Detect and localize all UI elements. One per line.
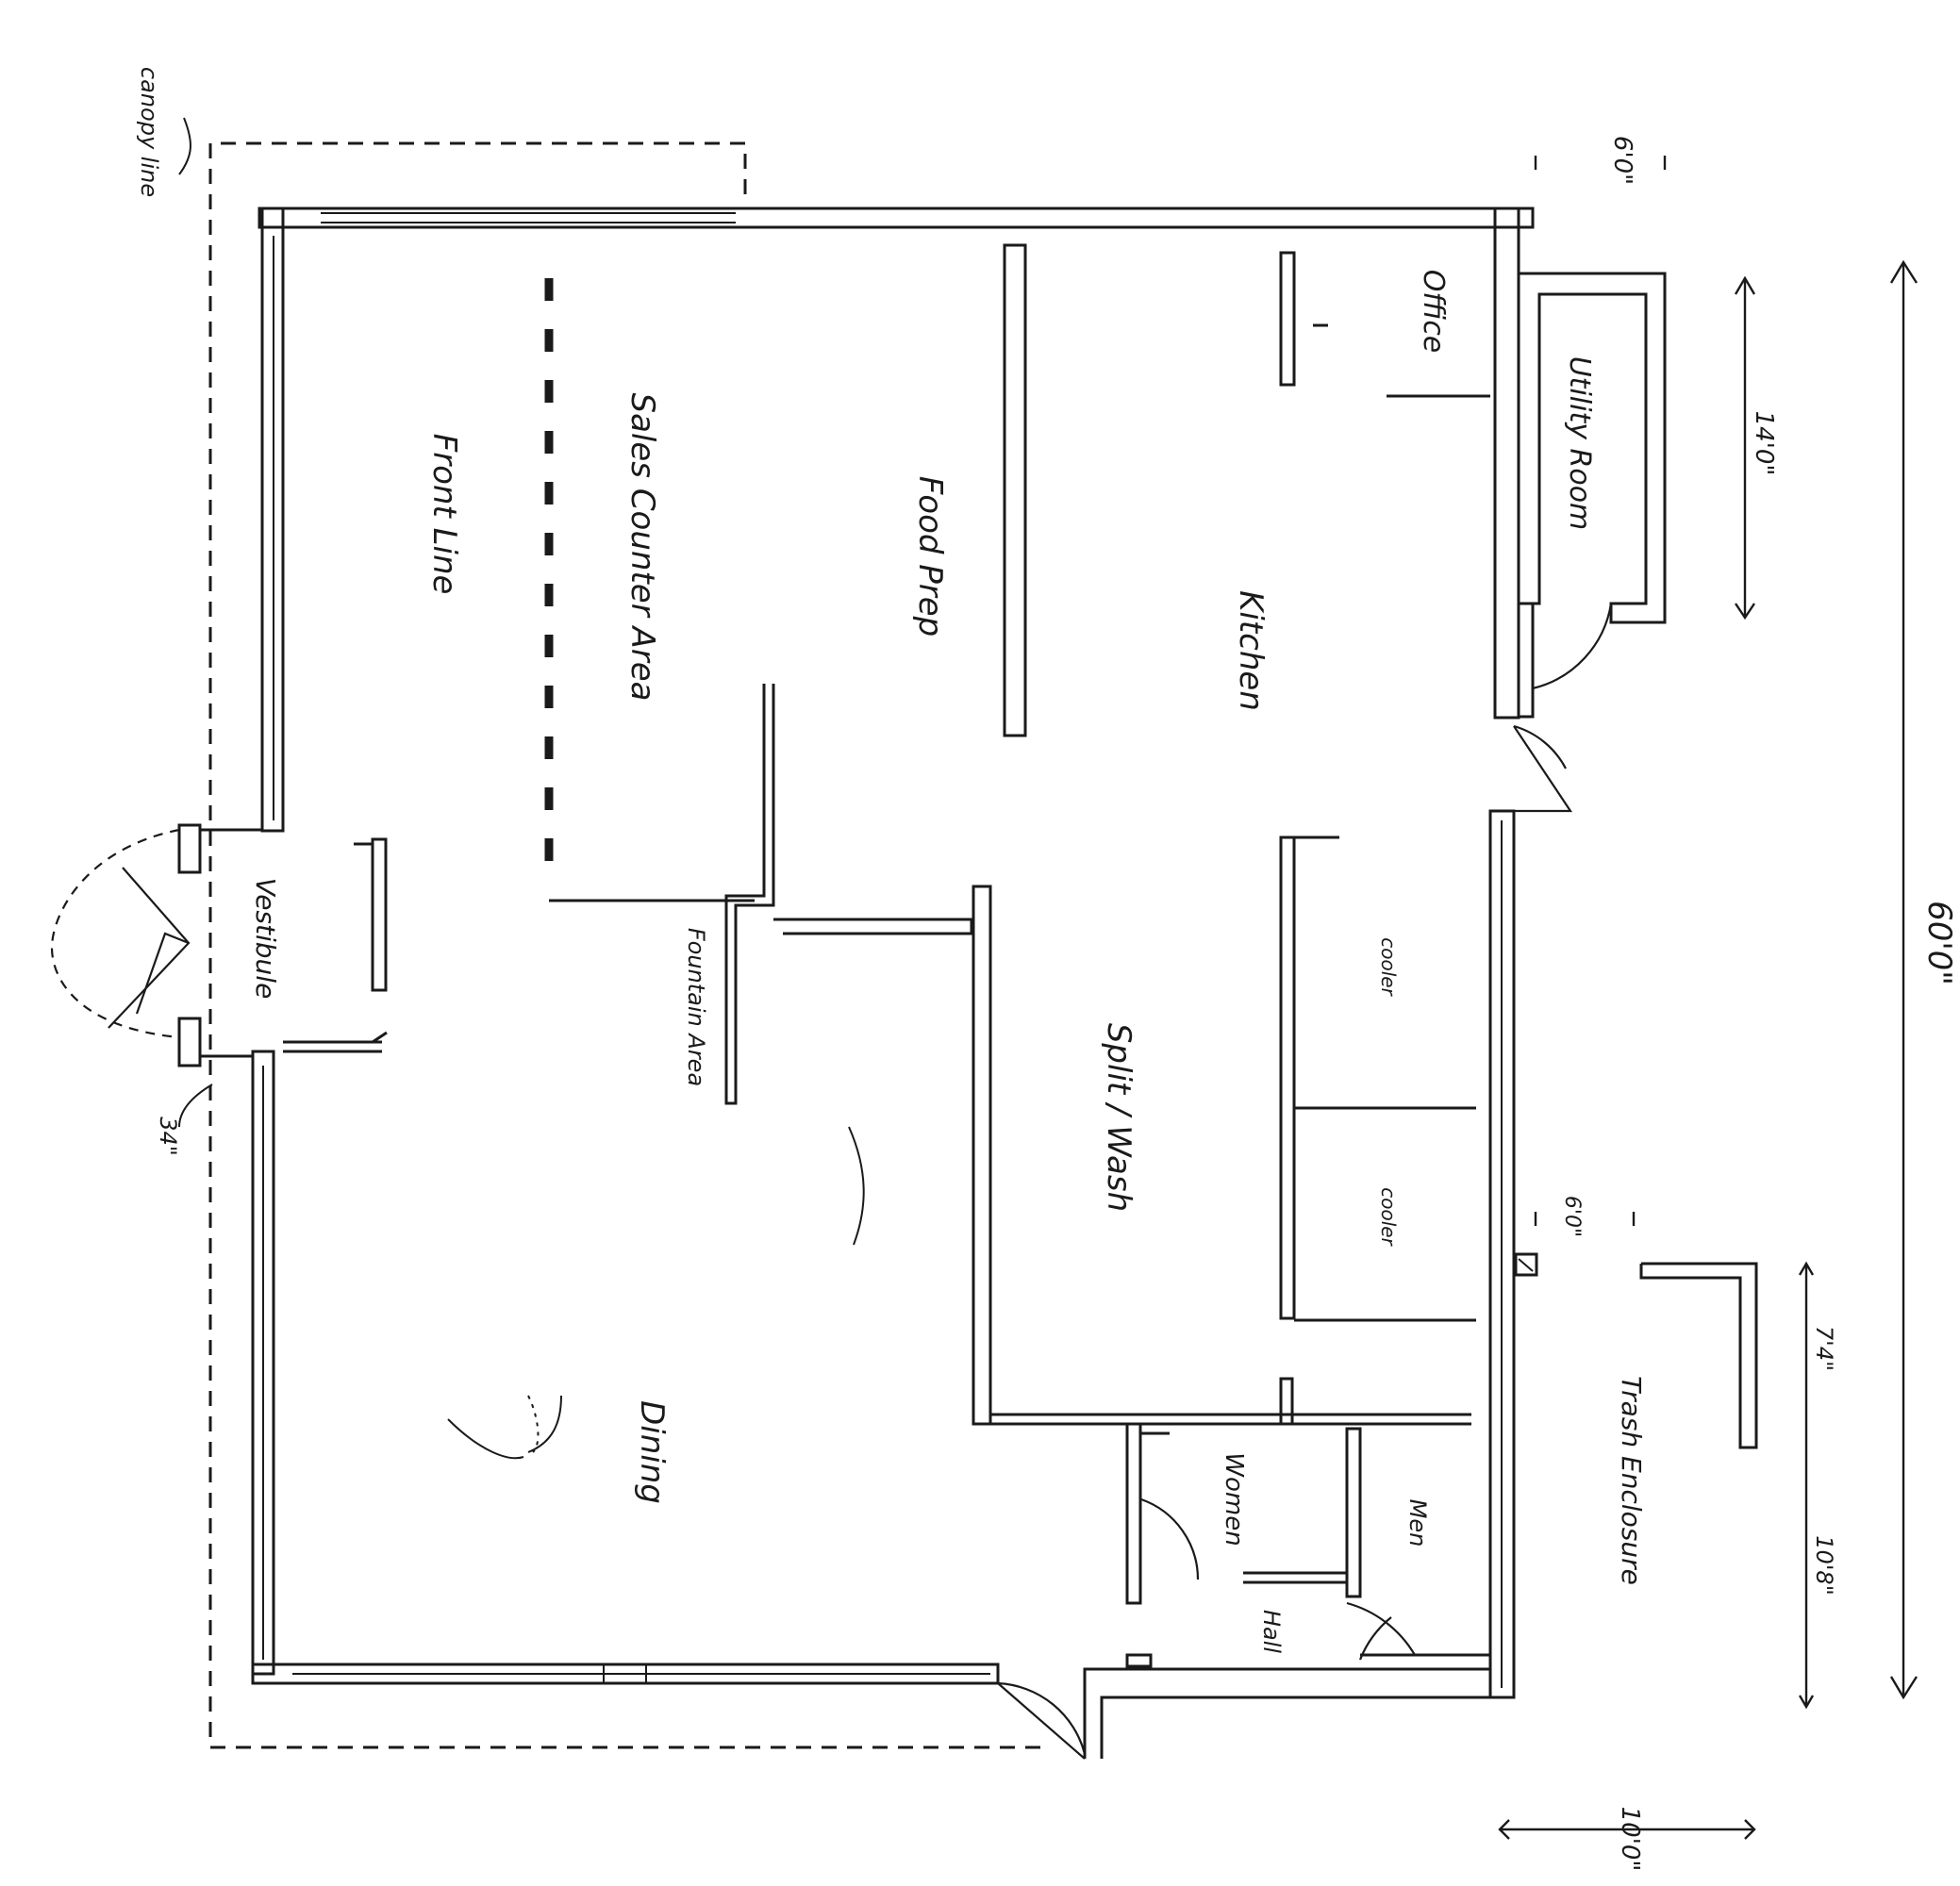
label-hall: Hall <box>1258 1610 1285 1653</box>
dim-utility-length: 14'0" <box>1750 411 1778 476</box>
label-front-line: Front Line <box>425 434 463 595</box>
label-vestibule: Vestibule <box>250 878 281 1000</box>
label-cooler-2: cooler <box>1377 1187 1400 1247</box>
dim-trash-a: 7'4" <box>1811 1326 1837 1371</box>
label-food-prep: Food Prep <box>911 476 949 637</box>
dim-trash-b: 10'8" <box>1811 1535 1837 1595</box>
dim-overall: 60'0" <box>1920 901 1958 985</box>
label-utility-room: Utility Room <box>1563 356 1596 531</box>
canopy-line <box>178 117 1047 1749</box>
label-trash-enclosure: Trash Enclosure <box>1616 1376 1647 1585</box>
label-door-width: 34" <box>155 1117 181 1156</box>
dimension-lines <box>1498 156 1918 1840</box>
label-fountain-area: Fountain Area <box>683 928 709 1086</box>
label-office: Office <box>1417 270 1450 354</box>
dim-top-offset: 6'0" <box>1608 136 1636 185</box>
label-canopy-line: canopy line <box>136 67 162 197</box>
dimension-labels: 60'0" 6'0" 14'0" 6'0" 7'4" 10'8" 10'0" <box>1560 136 1958 1871</box>
label-sales-counter: Sales Counter Area <box>623 393 661 702</box>
dim-trash-gap: 6'0" <box>1560 1196 1584 1237</box>
room-labels: Sales Counter Area Front Line Food Prep … <box>250 270 1647 1654</box>
label-women: Women <box>1220 1452 1248 1546</box>
label-men: Men <box>1404 1499 1431 1547</box>
utility-room <box>1517 272 1667 719</box>
label-kitchen: Kitchen <box>1232 590 1270 711</box>
dim-bottom-offset: 10'0" <box>1616 1807 1644 1872</box>
annotations: canopy line 34" <box>136 67 181 1156</box>
trash-enclosure <box>1514 1252 1758 1449</box>
interior-walls <box>177 243 1490 1668</box>
dining-sketches <box>447 1126 865 1460</box>
label-split-wash: Split / Wash <box>1100 1023 1138 1212</box>
label-dining: Dining <box>633 1400 671 1504</box>
door-swings <box>50 603 1613 1760</box>
label-cooler-1: cooler <box>1377 937 1400 997</box>
